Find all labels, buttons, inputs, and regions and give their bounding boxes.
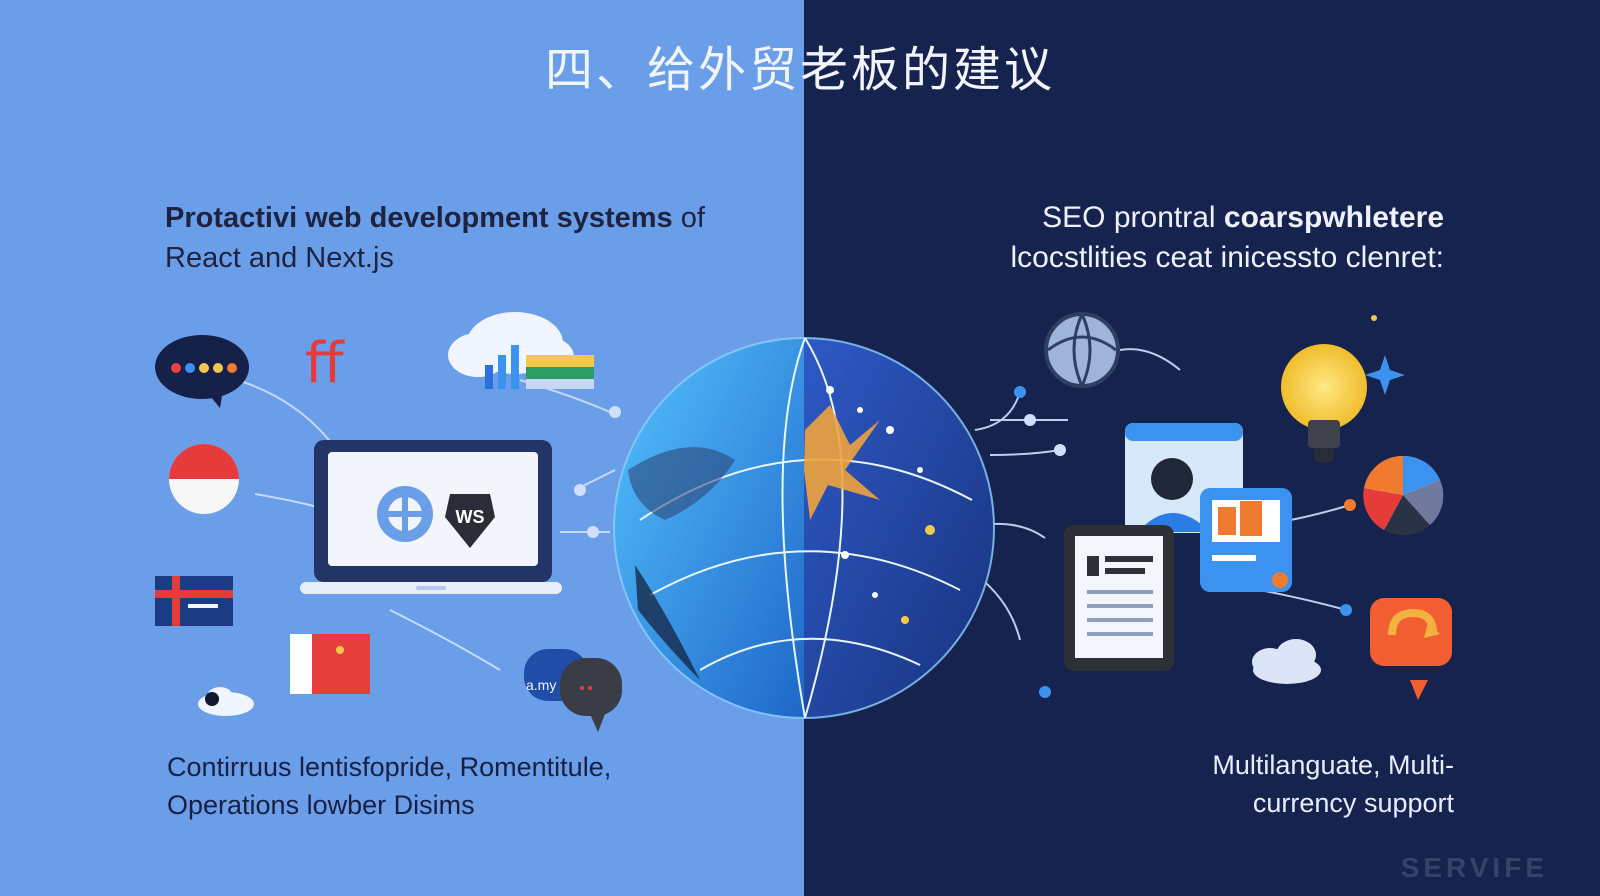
ff-logo-icon: ff	[305, 331, 345, 396]
left-headline-regular: of React and Next.js	[165, 202, 705, 274]
watermark: SERVIFE	[1400, 852, 1548, 883]
globe-small-icon	[1044, 312, 1120, 388]
left-headline-bold: Protactivi web development systems	[165, 202, 673, 234]
right-headline-line2: lcocstlities ceat inicessto clenret:	[1010, 241, 1444, 274]
right-headline-regular: SEO prontral	[1042, 201, 1216, 234]
cloud-icon	[1252, 639, 1321, 684]
chat-pair-icon: a.my	[524, 649, 622, 732]
refresh-badge-icon	[1370, 598, 1452, 700]
slide-title: 四、给外贸老板的建议	[544, 42, 1055, 98]
svg-text:ff: ff	[305, 331, 345, 396]
red-flag-icon	[290, 634, 370, 694]
left-caption-line2: Operations lowber Disims	[167, 790, 475, 820]
tablet-report-icon	[1064, 525, 1174, 671]
chart-card-icon	[1200, 488, 1292, 592]
right-caption: Multilanguate, Multi- currency support	[1094, 746, 1454, 822]
pie-chart-icon	[1363, 455, 1444, 536]
right-headline: SEO prontral coarspwhletere lcocstlities…	[924, 198, 1444, 278]
cloud-chart-icon	[448, 312, 594, 389]
svg-text:a.my: a.my	[526, 677, 556, 693]
right-caption-line1: Multilanguate, Multi-	[1212, 750, 1454, 780]
nodes	[574, 386, 1356, 698]
svg-text:WS: WS	[456, 507, 485, 527]
small-cloud-icon	[198, 687, 254, 716]
sparkle-icon	[1365, 315, 1405, 395]
chat-bubble-icon	[155, 335, 249, 408]
flag-stripes-icon	[155, 576, 233, 626]
left-headline: Protactivi web development systems of Re…	[165, 198, 725, 278]
left-caption-line1: Contirruus lentisfopride, Romentitule,	[167, 752, 612, 782]
globe-icon	[613, 337, 995, 719]
right-headline-bold: coarspwhletere	[1223, 201, 1444, 234]
laptop-icon: WS	[300, 440, 562, 594]
right-caption-line2: currency support	[1252, 788, 1454, 818]
red-circle-flag-icon	[169, 444, 239, 514]
lightbulb-icon	[1281, 344, 1367, 462]
left-caption: Contirruus lentisfopride, Romentitule, O…	[167, 748, 727, 824]
